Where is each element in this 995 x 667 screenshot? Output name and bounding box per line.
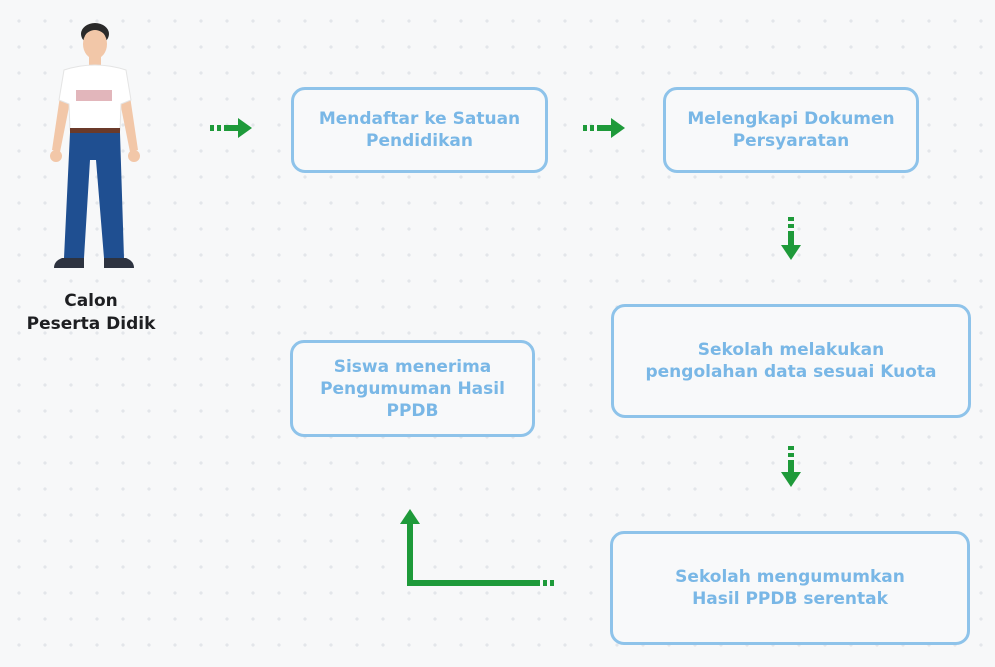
step-documents-box: Melengkapi Dokumen Persyaratan — [663, 87, 919, 173]
arrow-right-icon — [583, 118, 625, 138]
step-processing-label: Sekolah melakukan pengolahan data sesuai… — [645, 340, 937, 382]
step-register-label: Mendaftar ke Satuan Pendidikan — [318, 109, 521, 151]
arrow-right-icon — [210, 118, 252, 138]
arrow-up-elbow-icon — [400, 509, 554, 586]
step-receive-result-label: Siswa menerima Pengumuman Hasil PPDB — [320, 356, 505, 421]
step-receive-result-box: Siswa menerima Pengumuman Hasil PPDB — [290, 340, 535, 437]
step-announce-label: Sekolah mengumumkan Hasil PPDB serentak — [675, 567, 905, 609]
step-documents-label: Melengkapi Dokumen Persyaratan — [687, 109, 895, 151]
arrow-down-icon — [781, 446, 801, 487]
step-announce-box: Sekolah mengumumkan Hasil PPDB serentak — [610, 531, 970, 645]
step-register-box: Mendaftar ke Satuan Pendidikan — [291, 87, 548, 173]
arrow-down-icon — [781, 217, 801, 260]
step-processing-box: Sekolah melakukan pengolahan data sesuai… — [611, 304, 971, 418]
actor-label: Calon Peserta Didik — [26, 291, 156, 334]
